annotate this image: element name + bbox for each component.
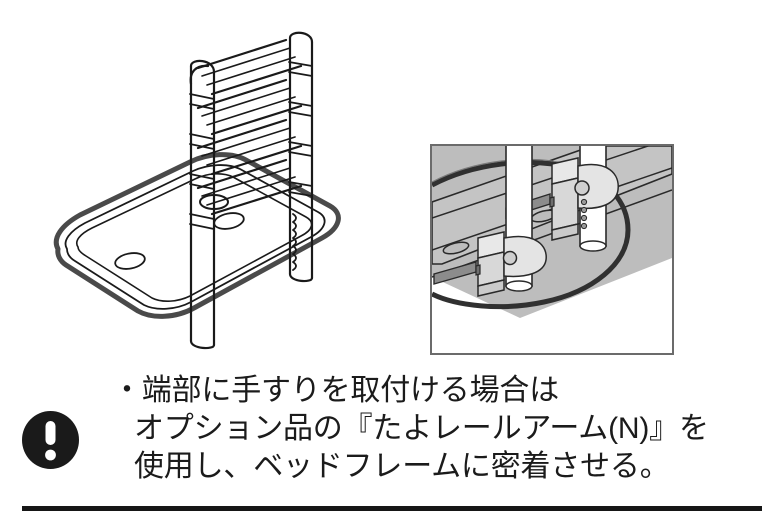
main-illustration — [18, 6, 368, 362]
handrail-diagram-svg — [53, 31, 341, 350]
panel-hole-rear — [213, 212, 245, 230]
notice-line-3: 使用し、ベッドフレームに密着させる。 — [134, 450, 670, 483]
panel-hole-front — [114, 252, 146, 270]
notice-block: ・端部に手すりを取付ける場合は オプション品の『たよレールアーム(N)』を 使用… — [0, 372, 771, 497]
exclamation-circle-svg — [22, 411, 79, 469]
bottom-rule-divider — [22, 506, 762, 511]
notice-line-2: オプション品の『たよレールアーム(N)』を — [134, 412, 709, 445]
icon-exclamation-dot — [45, 449, 56, 461]
clamp-detail-svg — [432, 146, 672, 353]
handrail-rung-4 — [196, 158, 303, 216]
notice-text: ・端部に手すりを取付ける場合は オプション品の『たよレールアーム(N)』を 使用… — [112, 372, 762, 486]
clamp-knob-left — [502, 250, 518, 266]
handrail-rung-3 — [196, 118, 303, 176]
handrail-top-elbow — [189, 64, 210, 86]
post-base-joint-left — [199, 194, 229, 210]
handrail-post-right — [288, 31, 314, 283]
clamp-bracket-left — [477, 231, 547, 297]
handrail-rung-2 — [196, 78, 303, 136]
rail-hole-left — [442, 241, 470, 255]
handrail-rung-1 — [196, 38, 303, 96]
inset-detail-panel — [430, 144, 674, 355]
icon-exclamation-bar — [45, 421, 56, 445]
clamp-knob-right — [574, 180, 590, 196]
frame-end-panel-outer-rim — [53, 152, 341, 319]
clamp-lever-left — [433, 261, 481, 285]
frame-end-panel-inner-rim — [64, 164, 326, 310]
clamp-screw-holes-right — [580, 198, 588, 230]
exclamation-circle-icon — [22, 411, 79, 469]
notice-line-1: ・端部に手すりを取付ける場合は — [112, 374, 559, 407]
clamp-bracket-right — [551, 157, 619, 241]
frame-rim-tube-highlight — [432, 158, 573, 183]
inset-floor-area — [432, 258, 672, 353]
